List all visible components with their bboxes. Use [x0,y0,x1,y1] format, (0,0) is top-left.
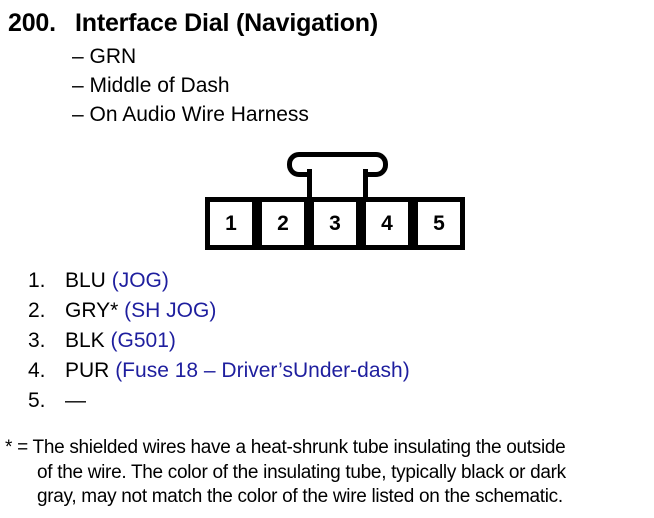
detail-line-color: – GRN [72,45,137,68]
connector-title: Interface Dial (Navigation) [75,9,378,37]
pin-number: 5. [28,389,46,412]
pin-wire-color: BLU [65,269,106,292]
pin-row-5: 5. — [28,386,410,416]
connector-pin-cell-1: 1 [205,197,257,250]
pin-wire-color: GRY* [65,299,119,322]
connector-pin-cell-2: 2 [257,197,309,250]
pin-circuit: (G501) [110,329,176,352]
pin-circuit: (JOG) [111,269,169,292]
connector-body: 1 2 3 4 5 [205,197,465,250]
pin-row-3: 3. BLK (G501) [28,326,410,356]
pin-number: 1. [28,269,46,292]
pin-row-4: 4. PUR (Fuse 18 – Driver’sUnder-dash) [28,356,410,386]
connector-pin-cell-3: 3 [309,197,361,250]
footnote-line-3: gray, may not match the color of the wir… [37,486,563,507]
connector-lock-tab-neck [307,169,368,197]
connector-details: – GRN – Middle of Dash – On Audio Wire H… [72,42,309,129]
pin-row-1: 1. BLU (JOG) [28,266,410,296]
pin-wire-color: PUR [65,359,110,382]
pin-number: 3. [28,329,46,352]
footnote-text: The shielded wires have a heat-shrunk tu… [32,437,566,458]
footnote-line-1: * = The shielded wires have a heat-shrun… [5,436,653,461]
detail-line-harness: – On Audio Wire Harness [72,103,309,126]
footnote-line-2: of the wire. The color of the insulating… [37,461,566,483]
pin-wire-color: — [65,389,86,412]
detail-line-location: – Middle of Dash [72,74,230,97]
pin-wire-color: BLK [65,329,105,352]
footnote-prefix: * = [5,437,33,458]
pin-row-2: 2. GRY* (SH JOG) [28,296,410,326]
page-title: 200. Interface Dial (Navigation) [8,9,378,37]
shielded-wire-footnote: * = The shielded wires have a heat-shrun… [5,436,653,510]
pin-circuit: (SH JOG) [124,299,217,322]
connector-pin-cell-4: 4 [361,197,413,250]
connector-pin-cell-5: 5 [413,197,465,250]
pin-list: 1. BLU (JOG) 2. GRY* (SH JOG) 3. BLK (G501)… [28,266,410,416]
pin-number: 4. [28,359,46,382]
pin-circuit: (Fuse 18 – Driver’sUnder-dash) [115,359,410,382]
pin-number: 2. [28,299,46,322]
connector-number: 200. [8,9,56,37]
